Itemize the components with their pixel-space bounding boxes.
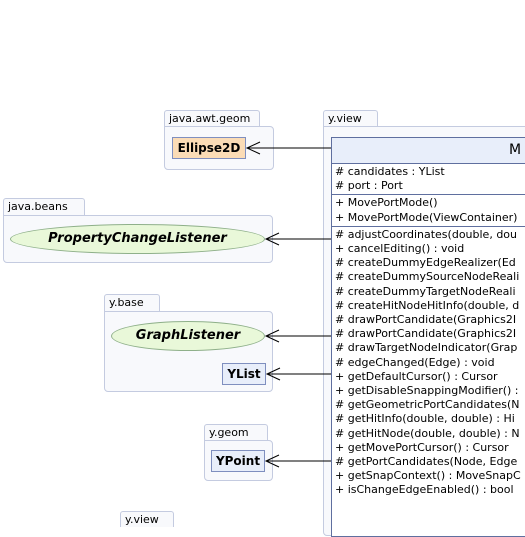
arrowhead-graph-listener (264, 329, 280, 343)
class-ellipse2d[interactable]: Ellipse2D (172, 137, 246, 159)
class-ypoint[interactable]: YPoint (211, 450, 265, 472)
class-member[interactable]: # getHitNode(double, double) : N (335, 426, 520, 440)
class-member[interactable]: # getGeometricPortCandidates(N (335, 398, 520, 412)
class-name: Ellipse2D (177, 141, 241, 155)
class-member[interactable]: # createHitNodeHitInfo(double, d (335, 298, 520, 312)
package-label: java.beans (8, 200, 68, 213)
package-label: y.view (125, 513, 159, 526)
class-member[interactable]: + getDisableSnappingModifier() : (335, 384, 519, 398)
class-member[interactable]: # port : Port (335, 179, 403, 193)
class-member[interactable]: # createDummySourceNodeReali (335, 270, 520, 284)
interface-name: GraphListener (135, 328, 241, 343)
class-member[interactable]: # getPortCandidates(Node, Edge (335, 455, 518, 469)
package-label: y.geom (209, 426, 249, 439)
class-member[interactable]: + getDefaultCursor() : Cursor (335, 369, 498, 383)
package-label: y.view (328, 112, 362, 125)
constructors-section: + MovePortMode()+ MovePortMode(ViewConta… (332, 195, 525, 227)
class-member[interactable]: # drawPortCandidate(Graphics2I (335, 313, 517, 327)
arrowhead-ellipse2d (245, 141, 261, 155)
arrowhead-ypoint (264, 454, 280, 468)
attributes-section: # candidates : YList# port : Port (332, 164, 525, 196)
class-member[interactable]: # createDummyTargetNodeReali (335, 284, 516, 298)
class-title: M (332, 138, 525, 164)
interface-name: PropertyChangeListener (48, 231, 227, 246)
class-member[interactable]: # drawTargetNodeIndicator(Grap (335, 341, 518, 355)
class-member[interactable]: + isChangeEdgeEnabled() : bool (335, 483, 514, 497)
class-member[interactable]: # drawPortCandidate(Graphics2I (335, 327, 517, 341)
class-member[interactable]: + getMovePortCursor() : Cursor (335, 440, 509, 454)
class-member[interactable]: + MovePortMode(ViewContainer) (335, 210, 518, 224)
interface-graph-listener[interactable]: GraphListener (111, 321, 265, 351)
class-ylist[interactable]: YList (222, 363, 266, 385)
class-member[interactable]: # getHitInfo(double, double) : Hi (335, 412, 515, 426)
package-tab-y-geom: y.geom (204, 424, 268, 440)
methods-section: # adjustCoordinates(double, dou+ cancelE… (332, 227, 525, 498)
package-tab-y-base: y.base (104, 294, 160, 311)
class-member[interactable]: # adjustCoordinates(double, dou (335, 227, 517, 241)
arrowhead-property-change-listener (264, 232, 280, 246)
class-member[interactable]: # candidates : YList (335, 165, 445, 178)
package-label: java.awt.geom (169, 112, 251, 125)
interface-property-change-listener[interactable]: PropertyChangeListener (10, 224, 265, 254)
package-label: y.base (109, 296, 144, 309)
class-member[interactable]: + getSnapContext() : MoveSnapC (335, 469, 521, 483)
package-tab-java-beans: java.beans (3, 198, 85, 215)
package-tab-y-view-bottom: y.view (120, 511, 174, 527)
class-name: YPoint (215, 454, 261, 468)
package-tab-y-view: y.view (323, 110, 378, 126)
class-member[interactable]: + cancelEditing() : void (335, 242, 465, 256)
class-name: YList (227, 367, 261, 381)
package-tab-java-awt-geom: java.awt.geom (164, 110, 260, 126)
class-move-port-mode[interactable]: M # candidates : YList# port : Port + Mo… (331, 137, 525, 537)
arrowhead-ylist (265, 367, 281, 381)
class-member[interactable]: # edgeChanged(Edge) : void (335, 355, 495, 369)
class-member[interactable]: + MovePortMode() (335, 196, 438, 210)
class-member[interactable]: # createDummyEdgeRealizer(Ed (335, 256, 516, 270)
